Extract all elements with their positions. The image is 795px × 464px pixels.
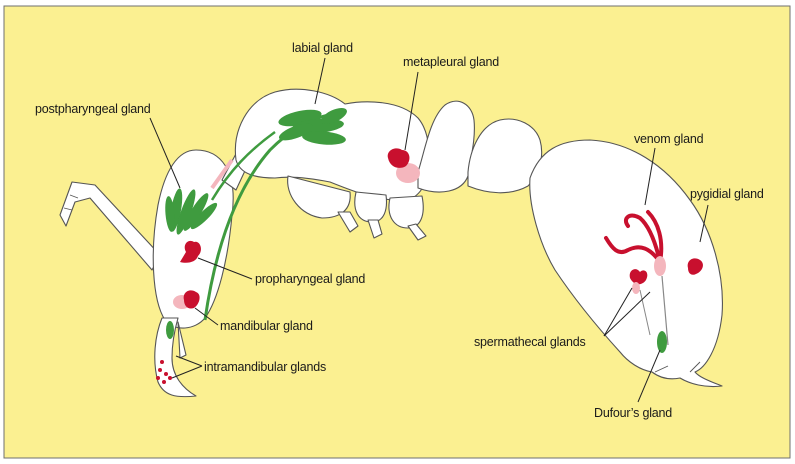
label-metapleural-gland: metapleural gland xyxy=(403,55,499,69)
label-venom-gland: venom gland xyxy=(634,132,704,146)
mandible-base-green-gland xyxy=(166,321,174,339)
label-pygidial-gland: pygidial gland xyxy=(690,187,764,201)
dufours-gland xyxy=(657,331,667,353)
label-labial-gland: labial gland xyxy=(292,41,353,55)
spermatheca xyxy=(632,282,640,294)
label-dufours-gland: Dufour’s gland xyxy=(594,406,672,420)
venom-reservoir xyxy=(654,256,666,276)
label-spermathecal-glands: spermathecal glands xyxy=(474,335,586,349)
label-postpharyngeal-gland: postpharyngeal gland xyxy=(35,102,151,116)
leg-coxa-mid xyxy=(355,192,387,222)
label-mandibular-gland: mandibular gland xyxy=(220,319,313,333)
label-propharyngeal-gland: propharyngeal gland xyxy=(255,272,365,286)
label-intramandibular-glands: intramandibular glands xyxy=(204,360,326,374)
